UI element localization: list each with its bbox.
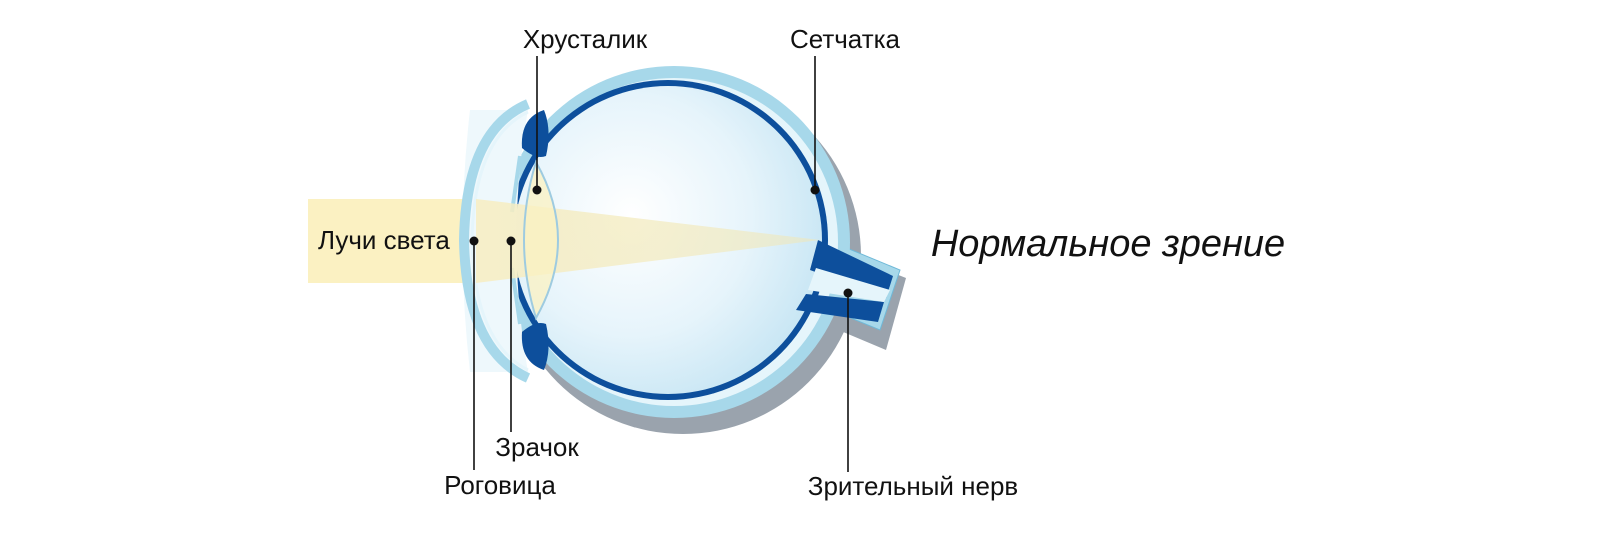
iris-lower	[521, 323, 549, 370]
light-beam-incoming	[308, 199, 476, 283]
cornea-shape	[458, 99, 531, 383]
cornea-marker	[469, 236, 479, 246]
label-cornea: Роговица	[444, 470, 556, 500]
pupil-marker	[506, 236, 516, 246]
optic-nerve-fiber	[810, 240, 893, 298]
label-light-rays: Лучи света	[318, 225, 450, 255]
lens-shape	[523, 159, 559, 321]
label-optic-nerve: Зрительный нерв	[808, 471, 1019, 501]
label-retina: Сетчатка	[790, 24, 901, 54]
diagram-title: Нормальное зрение	[931, 223, 1285, 265]
iris-upper	[521, 110, 549, 157]
retina-marker	[810, 185, 820, 195]
optic-nerve-marker	[843, 288, 853, 298]
label-pupil: Зрачок	[495, 432, 579, 462]
lens-marker	[532, 185, 542, 195]
light-beam-cone	[476, 199, 820, 283]
label-lens: Хрусталик	[523, 24, 648, 54]
